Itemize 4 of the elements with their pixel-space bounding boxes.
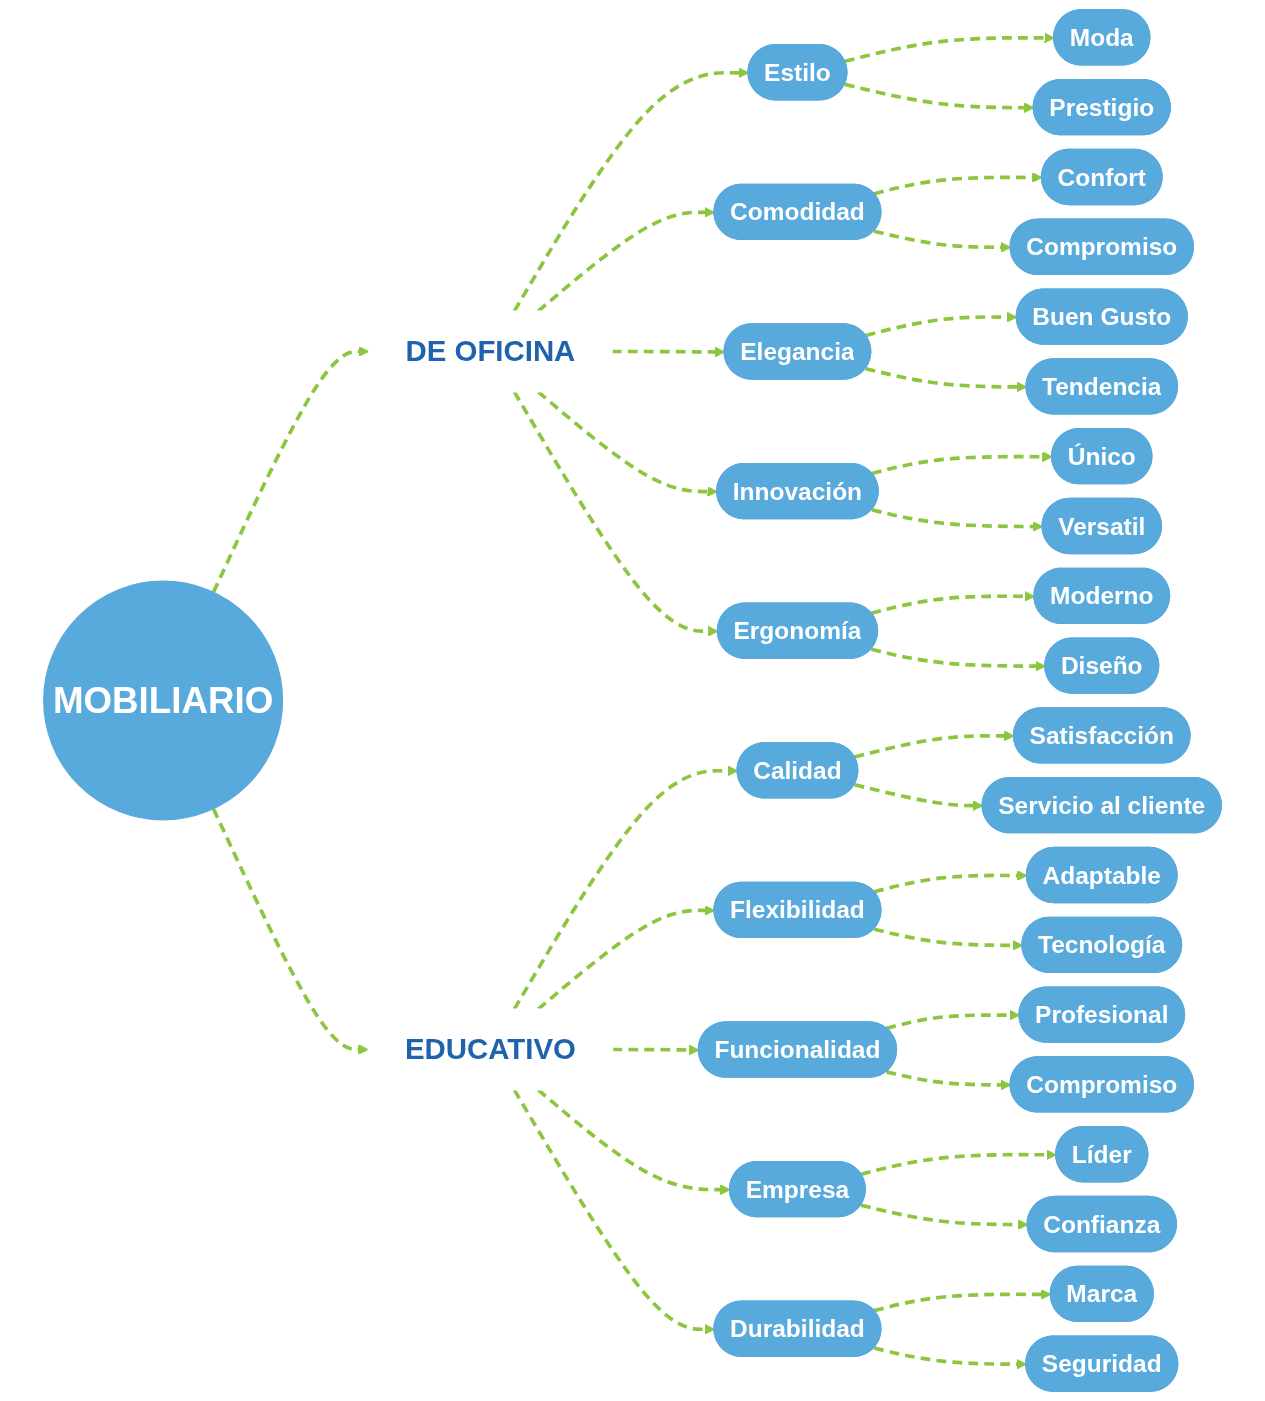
node-text: EDUCATIVO — [404, 1032, 576, 1066]
node-circle: MOBILIARIO — [43, 580, 284, 821]
node-text: DE OFICINA — [405, 334, 576, 368]
arrow — [211, 808, 369, 1055]
